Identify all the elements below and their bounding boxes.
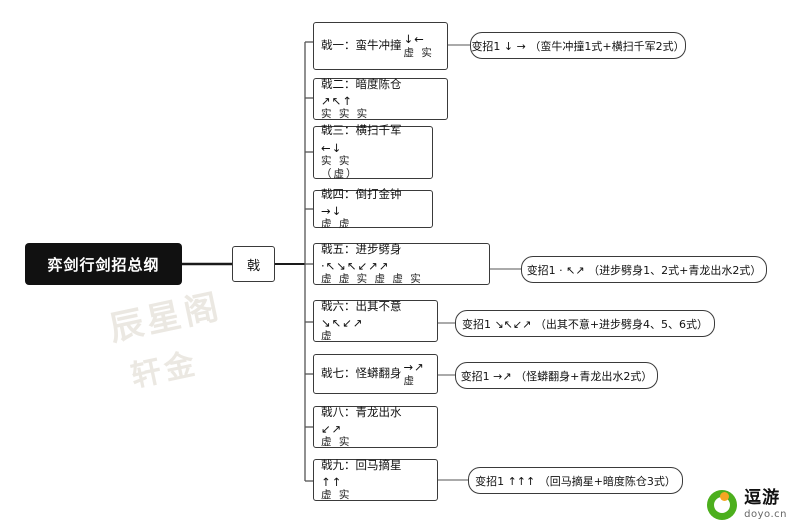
- move-seq-2: ↗↖↑ 实 实 实: [321, 94, 369, 122]
- move-sub-1: 虚 实: [403, 46, 434, 59]
- move-node-6[interactable]: 戟六：出其不意 ↘↖↙↗ 虚: [313, 298, 438, 344]
- variant-label-9: 变招1 ↑↑↑ （回马摘星+暗度陈仓3式）: [475, 474, 676, 488]
- logo-text-block: 逗游 doyo.cn: [744, 490, 787, 520]
- move-node-3[interactable]: 戟三：横扫千军 ←↓ 实 实 （虚）: [313, 123, 433, 182]
- variant-label-1: 变招1 ↓ → （蛮牛冲撞1式+横扫千军2式）: [471, 39, 685, 53]
- move-sub-3: 实 实: [321, 155, 352, 168]
- move-sub-7: 虚: [403, 374, 416, 387]
- doyo-logo-icon: [707, 490, 738, 520]
- move-arrows-9: ↑↑: [321, 475, 343, 490]
- branch-node-ji[interactable]: 戟: [232, 246, 275, 282]
- move-title-1: 戟一：蛮牛冲撞: [321, 38, 402, 53]
- move-sub-5: 虚 虚 实 虚 虚 实: [321, 273, 423, 286]
- logo-name: 逗游: [744, 488, 781, 508]
- move-title-8: 戟八：青龙出水: [321, 404, 402, 419]
- move-node-7[interactable]: 戟七：怪蟒翻身 →↗ 虚: [313, 354, 438, 394]
- move-sub-2: 实 实 实: [321, 108, 370, 121]
- variant-node-5[interactable]: 变招1 · ↖↗ （进步劈身1、2式+青龙出水2式）: [521, 256, 767, 283]
- variant-label-6: 变招1 ↘↖↙↗ （出其不意+进步劈身4、5、6式）: [461, 317, 709, 331]
- move-arrows-6: ↘↖↙↗: [321, 316, 364, 331]
- move-arrows-4: →↓: [321, 204, 343, 219]
- root-node-label: 弈剑行剑招总纲: [47, 255, 160, 274]
- move-node-9[interactable]: 戟九：回马摘星 ↑↑ 虚 实: [313, 457, 438, 503]
- move-seq-9: ↑↑ 虚 实: [321, 475, 351, 503]
- variant-node-1[interactable]: 变招1 ↓ → （蛮牛冲撞1式+横扫千军2式）: [470, 32, 686, 59]
- variant-label-7: 变招1 →↗ （怪蟒翻身+青龙出水2式）: [460, 369, 653, 383]
- move-sub-9: 虚 实: [321, 489, 352, 502]
- move-arrows-7: →↗: [403, 360, 425, 375]
- move-sub-6: 虚: [321, 330, 334, 343]
- branch-node-label: 戟: [246, 258, 260, 274]
- move-title-4: 戟四：倒打金钟: [321, 186, 402, 201]
- logo-url: doyo.cn: [744, 509, 787, 520]
- move-node-4[interactable]: 戟四：倒打金钟 →↓ 虚 虚: [313, 186, 433, 230]
- move-seq-5: ·↖↘↖↙↗↗ 虚 虚 实 虚 虚 实: [321, 259, 423, 287]
- move-sub-8: 虚 实: [321, 436, 352, 449]
- site-logo: 逗游 doyo.cn: [707, 490, 787, 520]
- move-arrows-5: ·↖↘↖↙↗↗: [321, 259, 390, 274]
- move-arrows-2: ↗↖↑: [321, 94, 353, 109]
- move-seq-7: →↗ 虚: [404, 360, 425, 388]
- variant-label-5: 变招1 · ↖↗ （进步劈身1、2式+青龙出水2式）: [526, 263, 762, 277]
- move-sub-4: 虚 虚: [321, 218, 352, 231]
- move-node-5[interactable]: 戟五：进步劈身 ·↖↘↖↙↗↗ 虚 虚 实 虚 虚 实: [313, 241, 490, 287]
- variant-node-9[interactable]: 变招1 ↑↑↑ （回马摘星+暗度陈仓3式）: [468, 467, 683, 494]
- move-node-1[interactable]: 戟一：蛮牛冲撞 ↓← 虚 实: [313, 22, 448, 70]
- move-title-9: 戟九：回马摘星: [321, 457, 402, 472]
- move-seq-8: ↙↗ 虚 实: [321, 422, 351, 450]
- move-seq-1: ↓← 虚 实: [404, 32, 434, 60]
- move-title-3: 戟三：横扫千军: [321, 123, 402, 138]
- root-node[interactable]: 弈剑行剑招总纲: [25, 243, 182, 285]
- move-node-2[interactable]: 戟二：暗度陈仓 ↗↖↑ 实 实 实: [313, 76, 448, 122]
- move-seq-4: →↓ 虚 虚: [321, 204, 351, 232]
- move-title-5: 戟五：进步劈身: [321, 241, 402, 256]
- move-arrows-8: ↙↗: [321, 422, 343, 437]
- move-node-8[interactable]: 戟八：青龙出水 ↙↗ 虚 实: [313, 404, 438, 450]
- move-title-2: 戟二：暗度陈仓: [321, 76, 402, 91]
- variant-node-6[interactable]: 变招1 ↘↖↙↗ （出其不意+进步劈身4、5、6式）: [455, 310, 715, 337]
- move-seq-6: ↘↖↙↗ 虚: [321, 316, 364, 344]
- move-title-6: 戟六：出其不意: [321, 298, 402, 313]
- variant-node-7[interactable]: 变招1 →↗ （怪蟒翻身+青龙出水2式）: [455, 362, 658, 389]
- move-arrows-3: ←↓: [321, 140, 343, 155]
- move-seq-3: ←↓ 实 实 （虚）: [321, 141, 359, 182]
- move-title-7: 戟七：怪蟒翻身: [321, 366, 402, 381]
- move-sub2-3: （虚）: [321, 168, 359, 181]
- move-arrows-1: ↓←: [403, 32, 425, 47]
